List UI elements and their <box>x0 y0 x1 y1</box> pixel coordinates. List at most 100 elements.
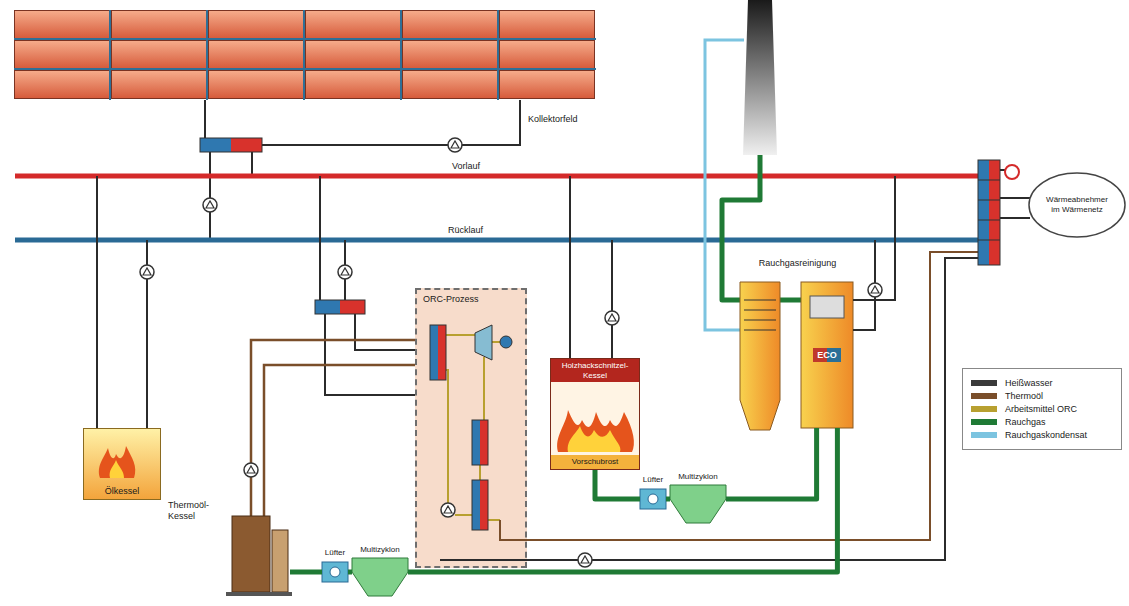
group-heading: Rauchgasreinigung <box>735 258 860 269</box>
legend-row: Thermoöl <box>971 391 1113 401</box>
orc-ground <box>415 288 527 568</box>
orc-components <box>430 325 446 380</box>
field-label: Kollektorfeld <box>528 114 578 125</box>
oil-flame <box>110 460 124 478</box>
pump-symbol <box>338 265 352 279</box>
fan-symbol <box>330 567 340 577</box>
orc-components <box>472 480 488 530</box>
fan: Lüfter <box>640 475 666 511</box>
legend-text: Rauchgaskondensat <box>1005 430 1087 440</box>
fan-symbol <box>322 562 348 582</box>
thermal-oil-boiler <box>226 516 292 596</box>
legend-swatch <box>971 406 997 412</box>
fan-symbol <box>648 494 658 504</box>
oil-boiler-pipes <box>97 176 147 428</box>
condensate-pipe <box>705 40 744 330</box>
cyclone-symbol <box>352 485 726 596</box>
legend-swatch <box>971 432 997 438</box>
chimney <box>743 0 777 155</box>
collector-field <box>14 10 596 100</box>
collector-field <box>14 10 596 100</box>
cyclone: Multizyklon <box>352 545 408 597</box>
oval-outline <box>1029 173 1125 237</box>
cyclone-symbol <box>670 485 726 523</box>
economizer-tower <box>801 282 853 428</box>
wood-boiler-pipes <box>570 176 612 358</box>
line-label: Vorlauf <box>450 161 482 171</box>
scrubber-tower <box>740 282 780 430</box>
pump-symbol <box>203 198 217 212</box>
flue-gas-connector <box>595 470 640 499</box>
scrubber-tower <box>740 282 780 430</box>
flue-gas-connector <box>348 570 352 575</box>
oil-boiler-pipes <box>97 176 147 428</box>
legend-text: Rauchgas <box>1005 417 1046 427</box>
legend-row: Rauchgaskondensat <box>971 430 1113 440</box>
legend-box: HeißwasserThermoölArbeitsmittel ORCRauch… <box>962 368 1122 450</box>
pump-symbol <box>578 553 592 567</box>
legend-swatch <box>971 380 997 386</box>
pump-symbol <box>448 138 462 152</box>
flue-gas-connector <box>726 428 817 499</box>
cyclone-label: Multizyklon <box>352 545 408 555</box>
line-label: Rücklauf <box>446 225 485 235</box>
network-exchanger <box>978 160 1000 265</box>
thermal-oil-boiler: Thermoöl-Kessel <box>168 500 290 596</box>
cyclone-symbol <box>352 558 408 596</box>
network-exchanger <box>978 180 1000 240</box>
wood-boiler-body <box>550 358 640 470</box>
fan: Lüfter <box>322 548 348 584</box>
flue-gas-connector <box>666 497 670 502</box>
thermal-oil-boiler <box>272 530 288 592</box>
legend-text: Arbeitsmittel ORC <box>1005 404 1077 414</box>
economizer: ECO <box>801 282 853 428</box>
pump-symbol <box>244 463 258 477</box>
orc-components <box>472 420 488 465</box>
eco-pipes <box>853 170 1030 330</box>
wood-boiler: Holzhackschnitzel-KesselVorschubrost <box>550 358 640 470</box>
collector-circuit <box>205 100 520 240</box>
heat-exchanger <box>200 138 262 152</box>
flue-gas-cleaning: RauchgasreinigungECO <box>735 258 860 434</box>
oil-boiler: Ölkessel <box>83 428 161 500</box>
process-label: ORC-Prozess <box>423 294 519 305</box>
supply-line <box>15 176 985 177</box>
boiler-label: Holzhackschnitzel-Kessel <box>551 359 639 382</box>
legend-swatch <box>971 393 997 399</box>
collector-circuit <box>205 100 520 240</box>
thermal-oil-boiler <box>232 516 270 592</box>
condensate-pipe <box>705 40 744 330</box>
fan-label: Lüfter <box>640 475 666 485</box>
legend-text: Thermoöl <box>1005 391 1043 401</box>
legend-row: Rauchgas <box>971 417 1113 427</box>
consumer-label: Wärmeabnehmer im Wärmenetz <box>1042 195 1112 214</box>
return-line <box>15 240 985 241</box>
oil-flame <box>99 446 135 478</box>
flue-gas-connector <box>408 428 837 572</box>
orc-box: ORC-Prozess <box>415 288 527 568</box>
pump-symbol <box>441 503 455 517</box>
cyclone-label: Multizyklon <box>670 472 726 482</box>
pump-symbol <box>140 138 882 567</box>
flue-gas-connector <box>290 570 322 575</box>
orc-components <box>475 325 492 360</box>
economizer-tower <box>801 282 853 428</box>
flue-gas-pipe <box>722 155 801 300</box>
supply-line <box>15 174 985 179</box>
flue-gas-pipe <box>722 155 801 300</box>
cyclone: Multizyklon <box>670 472 726 524</box>
pump-symbol <box>868 283 882 297</box>
orc-components <box>430 325 512 530</box>
scrubber-tower <box>744 300 776 330</box>
thermal-oil-circuit <box>320 176 415 395</box>
wood-flame <box>557 410 634 452</box>
fan-symbol <box>640 489 666 509</box>
pump-symbol <box>605 311 619 325</box>
oil-flame <box>99 446 135 478</box>
thermal-oil-pipes <box>251 340 430 516</box>
boiler-label: Thermoöl-Kessel <box>168 500 228 522</box>
network-exchanger <box>1005 165 1019 179</box>
collector-field <box>14 10 596 100</box>
network-exchanger <box>978 160 1019 265</box>
